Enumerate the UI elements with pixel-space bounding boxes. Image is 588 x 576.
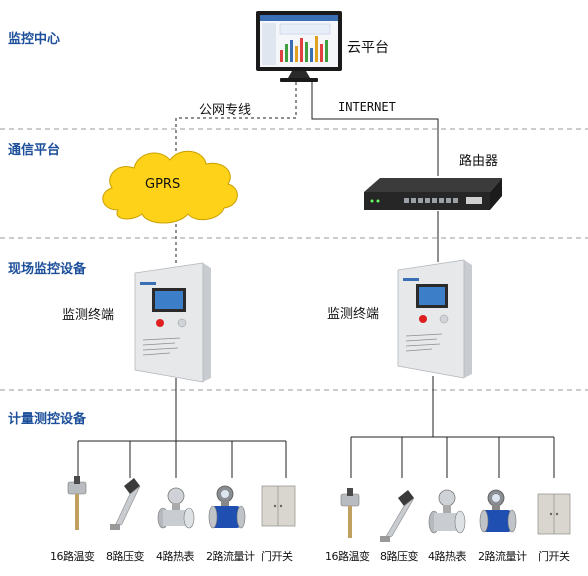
internet-label: INTERNET	[338, 100, 396, 114]
device-right-label: 4路热表	[428, 550, 467, 563]
terminal-left-label: 监测终端	[62, 308, 115, 323]
layer-title-monitoring-center: 监控中心	[8, 32, 61, 47]
device-left-label: 16路温变	[50, 550, 95, 563]
layer-title-field-monitoring: 现场监控设备	[8, 262, 87, 277]
monitor-icon	[256, 11, 342, 82]
gprs-cloud-icon	[102, 150, 238, 224]
device-right-label: 8路压变	[380, 550, 419, 563]
device-right-label: 16路温变	[325, 550, 370, 563]
cloud-platform-label: 云平台	[347, 40, 389, 56]
gprs-label: GPRS	[145, 177, 181, 192]
router-label: 路由器	[459, 154, 499, 169]
cabinet-right-icon	[397, 259, 472, 379]
layer-title-metering-control: 计量测控设备	[8, 412, 87, 427]
device-left-label: 4路热表	[156, 550, 195, 563]
door-switch-right-icon	[537, 493, 571, 535]
cabinet-left-icon	[134, 262, 211, 383]
connection-lines	[77, 82, 555, 478]
device-right-label: 2路流量计	[478, 550, 527, 563]
router-icon	[364, 178, 502, 210]
heat-meter-left-icon	[157, 487, 195, 529]
heat-meter-right-icon	[428, 489, 466, 534]
temperature-sensor-right-icon	[340, 488, 360, 538]
layer-dividers	[0, 128, 588, 391]
temperature-sensor-left-icon	[67, 476, 87, 530]
device-left-label: 门开关	[261, 550, 293, 563]
device-right-label: 门开关	[538, 550, 570, 563]
pressure-sensor-left-icon	[110, 478, 141, 530]
layer-title-communication-platform: 通信平台	[8, 143, 61, 158]
device-left-label: 8路压变	[106, 550, 145, 563]
device-left-label: 2路流量计	[206, 550, 255, 563]
flow-meter-left-icon	[208, 485, 246, 529]
pressure-sensor-right-icon	[380, 490, 415, 542]
terminal-right-label: 监测终端	[327, 307, 380, 322]
flow-meter-right-icon	[479, 489, 517, 533]
door-switch-left-icon	[261, 485, 296, 527]
private-line-label: 公网专线	[199, 103, 252, 118]
